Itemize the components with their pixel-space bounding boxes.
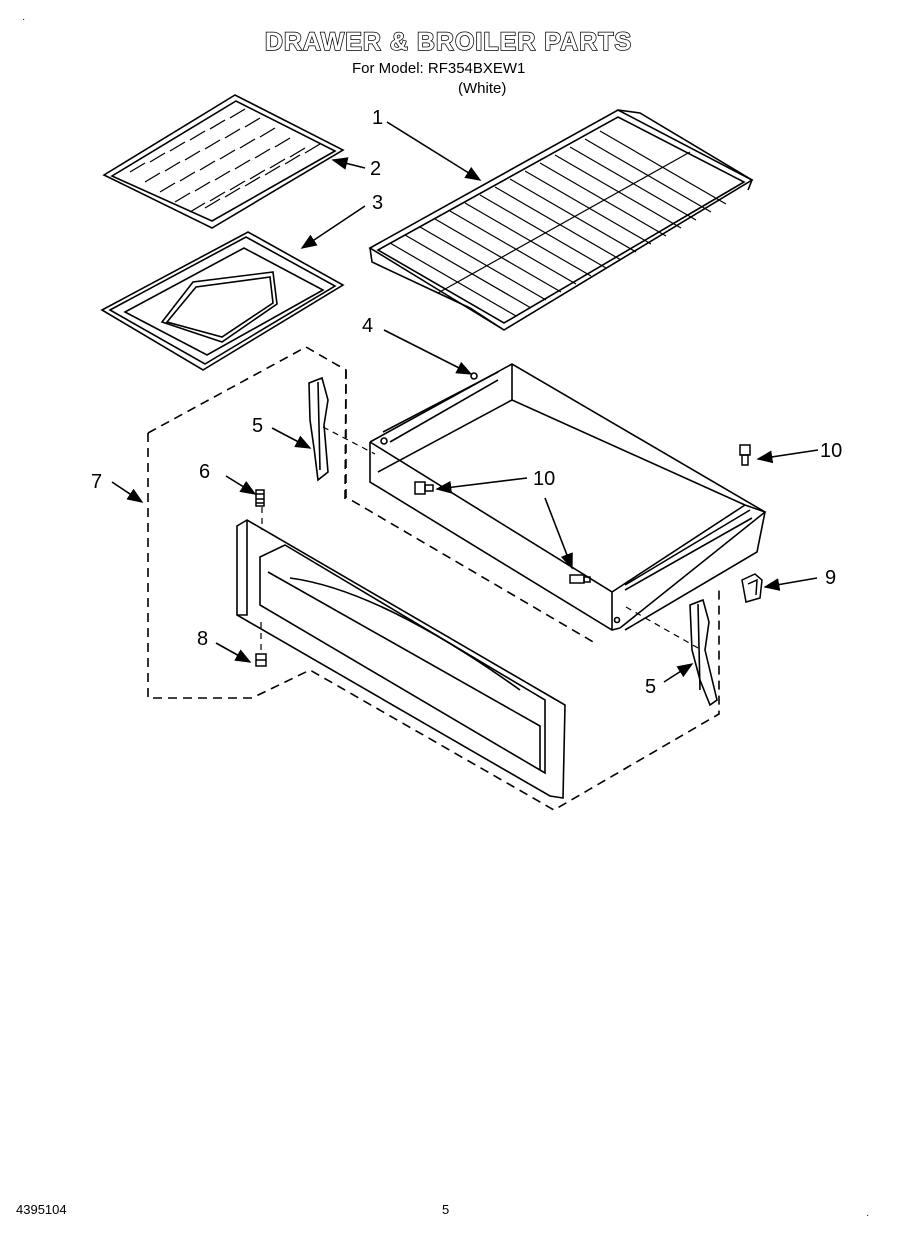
callout-5-left: 5 xyxy=(252,415,263,437)
scan-mark: · xyxy=(866,1210,870,1221)
screw-10-lower[interactable] xyxy=(569,574,591,584)
alignment-lines xyxy=(260,426,699,650)
drawer-body-part[interactable] xyxy=(369,363,767,631)
drawer-rail-left[interactable] xyxy=(308,376,329,482)
broiler-grid-part[interactable] xyxy=(102,94,345,229)
oven-rack-part[interactable] xyxy=(368,109,754,331)
callout-labels: 1 2 3 4 5 5 6 7 8 9 10 10 xyxy=(91,107,842,698)
clip-9[interactable] xyxy=(741,573,763,603)
screw-6[interactable] xyxy=(255,489,265,507)
callout-5-right: 5 xyxy=(645,676,656,698)
callout-9: 9 xyxy=(825,567,836,589)
callout-2: 2 xyxy=(370,158,381,180)
callout-1: 1 xyxy=(372,107,383,129)
broiler-pan-part[interactable] xyxy=(100,231,345,371)
callout-8: 8 xyxy=(197,628,208,650)
callout-10-upper: 10 xyxy=(820,440,842,462)
screw-8[interactable] xyxy=(255,653,267,667)
screw-10-center[interactable] xyxy=(414,481,434,495)
model-subtitle: For Model: RF354BXEW1 xyxy=(352,60,526,77)
drawer-front-panel[interactable] xyxy=(236,519,566,799)
callout-3: 3 xyxy=(372,192,383,214)
page-title: DRAWER & BROILER PARTS xyxy=(264,27,633,57)
drawer-rail-right[interactable] xyxy=(689,598,718,707)
page-number: 5 xyxy=(442,1202,450,1217)
callout-10-center: 10 xyxy=(533,468,555,490)
color-variant: (White) xyxy=(458,80,507,97)
drawer-assembly-outline xyxy=(147,346,720,811)
document-number: 4395104 xyxy=(16,1202,67,1217)
screw-10-upper[interactable] xyxy=(739,444,751,466)
callout-7: 7 xyxy=(91,471,102,493)
leader-lines xyxy=(111,121,819,683)
callout-6: 6 xyxy=(199,461,210,483)
callout-4: 4 xyxy=(362,315,373,337)
scan-mark: · xyxy=(22,14,26,25)
